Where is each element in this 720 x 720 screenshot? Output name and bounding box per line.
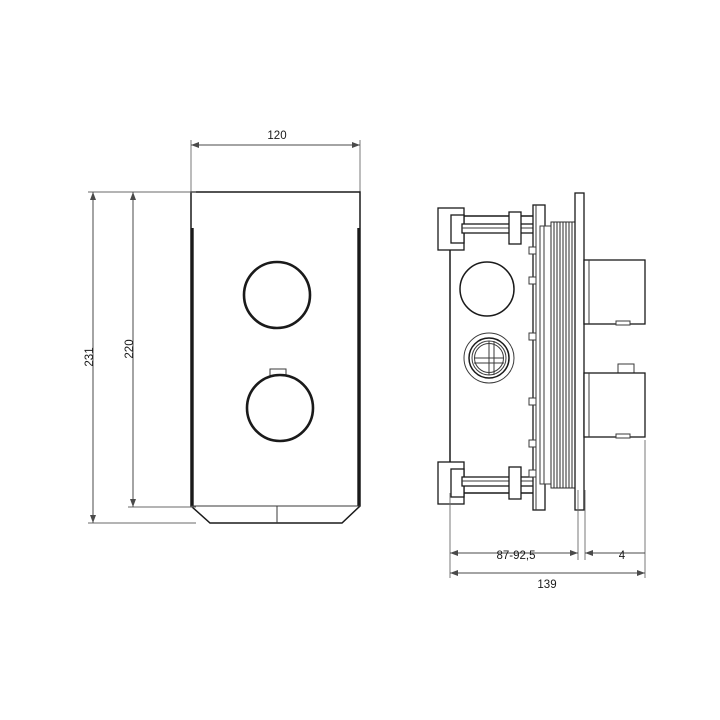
threaded-ribbed-collar [550, 221, 576, 489]
wall-escutcheon-plate [574, 192, 585, 511]
collar-tick-marks [528, 246, 537, 478]
faceplate-outline [190, 191, 361, 524]
dimension-height-220: 220 [124, 192, 136, 507]
front-view: 120 [84, 130, 361, 524]
dimension-total-depth-139: 139 [450, 570, 645, 591]
dimension-height-231-label: 231 [84, 347, 96, 366]
dimension-depth-label: 87-92,5 [496, 550, 535, 562]
dimension-height-220-label: 220 [124, 339, 136, 358]
dimension-total-depth-label: 139 [537, 579, 556, 591]
lower-knob-outline[interactable] [245, 373, 315, 443]
dimension-depth-87-92-5: 87-92,5 [450, 550, 578, 562]
side-view: 87-92,5 4 139 [437, 192, 646, 591]
upper-knob-outline[interactable] [242, 260, 312, 330]
bottom-bracket-post [508, 466, 522, 500]
lower-knob-group[interactable] [245, 368, 315, 443]
bottom-mounting-bracket [437, 461, 541, 505]
dimension-plate-thickness-4: 4 [585, 550, 645, 562]
upper-square-handle-profile[interactable] [583, 259, 646, 326]
dimension-width-120-label: 120 [267, 130, 286, 142]
splined-cartridge-stem [463, 332, 515, 384]
valve-body-outline [449, 215, 541, 494]
top-bracket-post [508, 211, 522, 245]
collar-block [539, 225, 553, 485]
top-mounting-bracket [437, 207, 541, 251]
lower-square-handle-profile[interactable] [583, 363, 646, 439]
circular-port-opening [459, 261, 515, 317]
dimension-width-120: 120 [191, 130, 360, 148]
dimension-height-231: 231 [84, 192, 96, 523]
dimension-plate-thickness-label: 4 [619, 550, 626, 562]
